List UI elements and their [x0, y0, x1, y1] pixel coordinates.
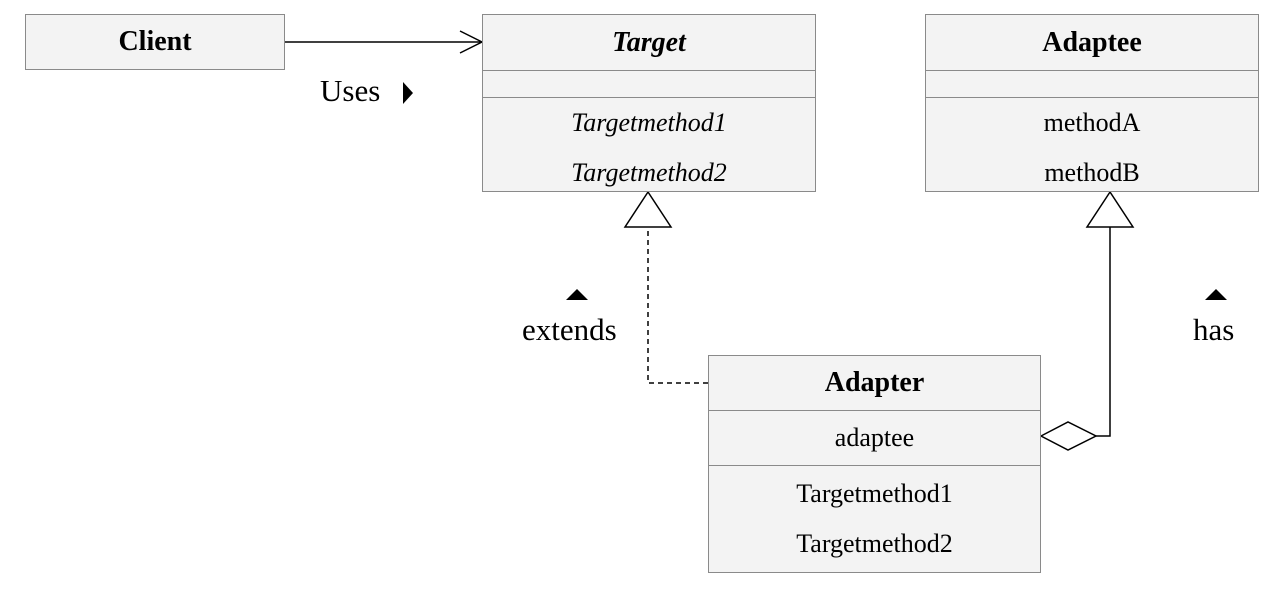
client-class-name: Client: [118, 26, 192, 57]
has-label: has: [1193, 312, 1235, 347]
adaptee-class: Adaptee methodA methodB: [925, 14, 1259, 192]
aggregation-diamond: [1039, 421, 1098, 451]
adaptee-attributes-section: [926, 70, 1258, 97]
has-aggregation-line: [1096, 227, 1111, 437]
adapter-class-name: Adapter: [824, 367, 925, 398]
adaptee-class-name: Adaptee: [1042, 26, 1142, 58]
target-attributes-section: [483, 70, 815, 97]
adapter-methods-section: Targetmethod1 Targetmethod2: [709, 465, 1040, 569]
adapter-attributes-section: adaptee: [709, 410, 1040, 465]
adapter-attribute-adaptee: adaptee: [834, 423, 915, 452]
adapter-class: Adapter adaptee Targetmethod1 Targetmeth…: [708, 355, 1041, 573]
uses-label: Uses: [320, 73, 381, 108]
client-class: Client: [25, 14, 285, 70]
adaptee-method-b: methodB: [1044, 158, 1140, 187]
has-hollow-triangle: [1085, 190, 1135, 228]
adaptee-methods-section: methodA methodB: [926, 97, 1258, 198]
target-method-2: Targetmethod2: [571, 158, 727, 187]
extends-hollow-triangle: [623, 190, 673, 228]
adapter-method-1: Targetmethod1: [796, 479, 953, 508]
target-class-name: Target: [612, 26, 686, 58]
adapter-method-2: Targetmethod2: [796, 529, 953, 558]
uses-direction-triangle: [403, 82, 413, 104]
extends-direction-triangle: [566, 289, 588, 300]
target-methods-section: Targetmethod1 Targetmethod2: [483, 97, 815, 198]
target-method-1: Targetmethod1: [571, 108, 727, 137]
target-class: Target Targetmethod1 Targetmethod2: [482, 14, 816, 192]
extends-label: extends: [522, 312, 617, 347]
has-direction-triangle: [1205, 289, 1227, 300]
adaptee-method-a: methodA: [1043, 108, 1141, 137]
extends-dashed-line: [647, 227, 708, 384]
